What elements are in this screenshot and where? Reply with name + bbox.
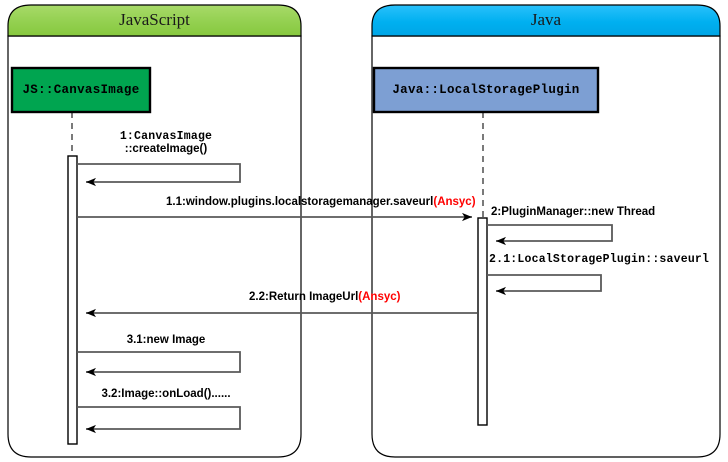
message-label-1-1-text: 1.1:window.plugins.localstoragemanager.s… — [166, 196, 434, 208]
object-box-js-canvasimage[interactable] — [10, 66, 152, 114]
frame-title-java: Java — [530, 10, 562, 29]
message-3-2-arrow — [77, 406, 241, 434]
frame-java — [371, 4, 721, 458]
frame-title-javascript: JavaScript — [119, 10, 190, 29]
activation-bar-js — [67, 155, 78, 445]
message-label-2-2-ansyc: (Ansyc) — [358, 291, 401, 303]
message-2-arrow — [487, 224, 613, 246]
message-label-3-2: 3.2:Image::onLoad()...... — [101, 388, 231, 400]
object-label-js-canvasimage: JS::CanvasImage — [22, 83, 140, 97]
message-label-2-2: 2.2:Return ImageUrl(Ansyc) — [249, 291, 400, 304]
message-label-1-line1: 1:CanvasImage — [119, 130, 213, 143]
frame-javascript-header — [7, 4, 302, 37]
message-label-1-line2: ::createImage() — [124, 143, 208, 155]
message-label-3-1: 3.1:new Image — [126, 334, 206, 346]
message-2-1-arrow — [487, 274, 602, 296]
message-label-2-1: 2.1:LocalStoragePlugin::saveurl — [489, 253, 710, 266]
message-label-2-2-text: 2.2:Return ImageUrl — [249, 291, 359, 303]
message-label-1-1-ansyc: (Ansyc) — [433, 196, 476, 208]
activation-bar-java — [477, 217, 488, 426]
message-1-arrow — [77, 163, 241, 187]
frame-java-header — [371, 4, 721, 37]
frame-java-body — [371, 35, 721, 458]
object-box-java-localstorageplugin[interactable] — [372, 66, 600, 114]
message-label-2: 2:PluginManager::new Thread — [491, 206, 656, 218]
message-3-1-arrow — [77, 351, 241, 377]
message-label-1-1: 1.1:window.plugins.localstoragemanager.s… — [166, 196, 476, 209]
object-label-java-localstorageplugin: Java::LocalStoragePlugin — [392, 83, 580, 97]
message-label-1: 1:CanvasImage ::createImage() — [92, 130, 240, 156]
